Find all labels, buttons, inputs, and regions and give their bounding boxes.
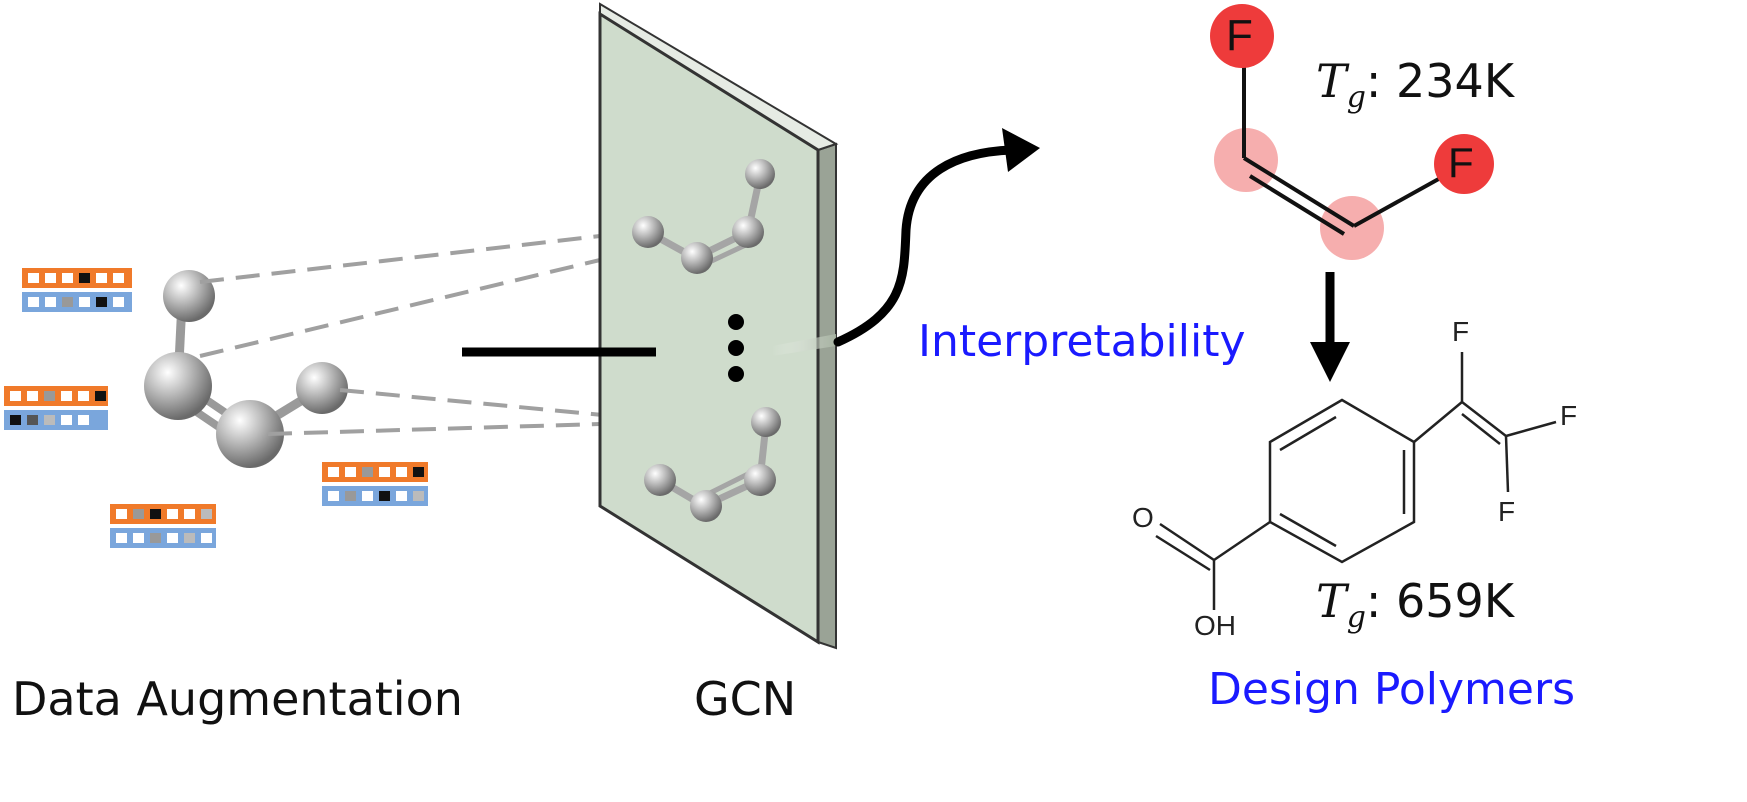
panel-molecule-lower (644, 407, 781, 522)
tg-value: : 234K (1365, 54, 1514, 108)
gcn-panel (598, 2, 839, 650)
light-beam (772, 334, 836, 356)
atom-label-fluorine: F (1452, 316, 1470, 347)
designed-molecule (1155, 352, 1557, 610)
projection-lines (199, 234, 761, 436)
panel-molecule-upper (632, 159, 775, 274)
input-molecule-graph (144, 270, 348, 468)
label-gcn: GCN (694, 672, 797, 726)
atom-label-fluorine: F (1560, 400, 1578, 431)
tg-subscript: g (1346, 80, 1366, 116)
atom-label-fluorine: F (1498, 496, 1516, 527)
label-design-polymers: Design Polymers (1208, 664, 1575, 715)
feature-vector (22, 268, 132, 312)
arrow-down-icon (1310, 272, 1350, 382)
atom-node (163, 270, 215, 322)
feature-vector (4, 386, 108, 430)
atom-label-hydroxyl: OH (1194, 610, 1236, 641)
arrow-right-curved-icon (833, 128, 1040, 347)
atom-node (296, 362, 348, 414)
label-interpretability: Interpretability (918, 316, 1246, 367)
label-data-augmentation: Data Augmentation (12, 672, 463, 726)
atom-node (144, 352, 212, 420)
atom-label-fluorine: F (1226, 11, 1253, 60)
ellipsis-vertical-icon (728, 314, 744, 382)
atom-node (216, 400, 284, 468)
tg-symbol: T (1316, 54, 1347, 108)
feature-vector (110, 504, 216, 548)
atom-label-fluorine: F (1448, 139, 1474, 186)
tg-subscript: g (1346, 600, 1366, 636)
tg-symbol: T (1316, 574, 1347, 628)
atom-label-oxygen: O (1132, 502, 1154, 533)
highlighted-molecule (1210, 4, 1494, 260)
tg-value: : 659K (1365, 574, 1514, 628)
feature-vector (322, 462, 428, 506)
tg-annotation-top: Tg: 234K (1316, 58, 1514, 113)
tg-annotation-bottom: Tg: 659K (1316, 578, 1514, 633)
